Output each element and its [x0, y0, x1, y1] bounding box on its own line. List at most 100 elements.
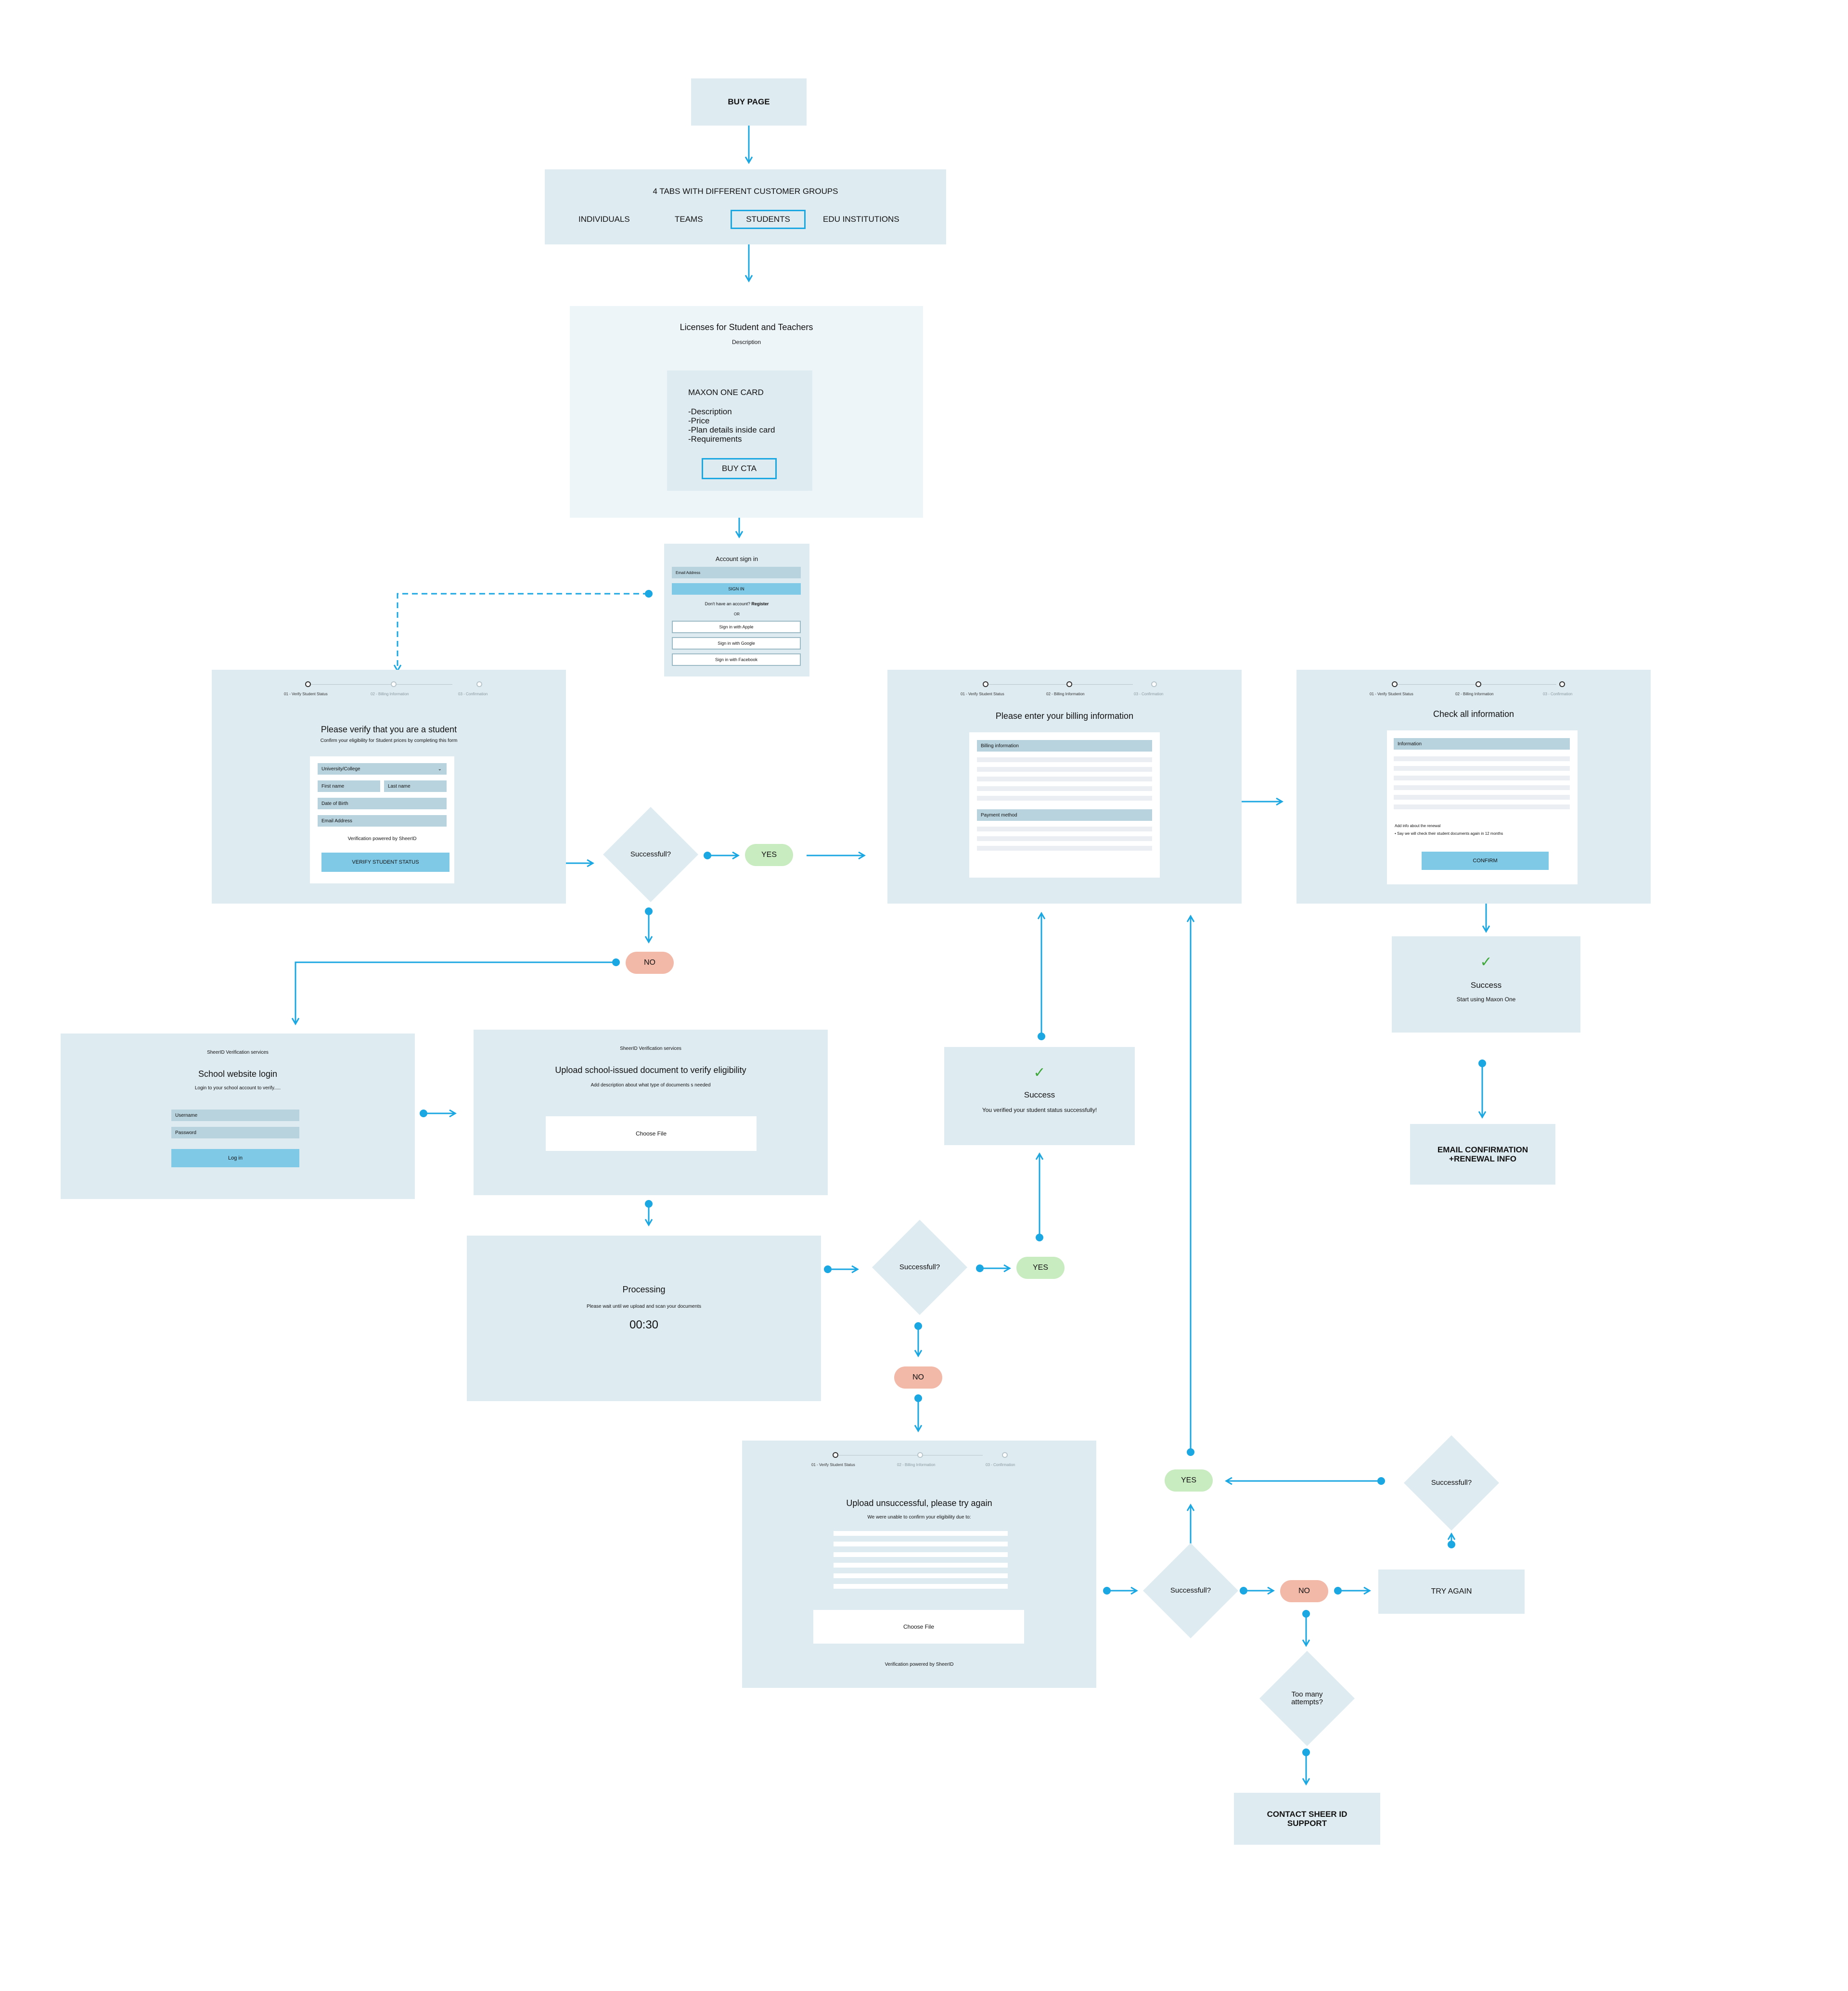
tabs-title: 4 TABS WITH DIFFERENT CUSTOMER GROUPS [653, 187, 838, 196]
renewal-note: Add info about the renewal [1395, 824, 1441, 828]
step-1-done-icon [983, 681, 988, 687]
check-title: Check all information [1433, 709, 1514, 719]
buy-page-node: BUY PAGE [691, 78, 807, 126]
first-name-field[interactable]: First name [318, 780, 380, 792]
decision-3-label: Successfull? [1170, 1586, 1211, 1595]
dob-field[interactable]: Date of Birth [318, 798, 447, 809]
reason-line [834, 1563, 1008, 1568]
signin-apple-button[interactable]: Sign in with Apple [672, 621, 801, 633]
connector-dot [1240, 1587, 1247, 1595]
register-prompt: Don't have an account? Register [664, 601, 809, 606]
stepper-line [308, 684, 452, 685]
processing-title: Processing [622, 1285, 666, 1294]
choose-file-button[interactable]: Choose File [813, 1610, 1024, 1644]
account-signin-node: Account sign in Email Address SIGN IN Do… [664, 544, 809, 676]
upload-title: Upload school-issued document to verify … [555, 1065, 746, 1075]
billing-line[interactable] [977, 757, 1152, 762]
signin-email-field[interactable]: Email Address [672, 567, 801, 578]
card-line-price: -Price [688, 416, 710, 425]
step-2-done-icon [1476, 681, 1481, 687]
payment-line[interactable] [977, 846, 1152, 851]
connector-dot [976, 1264, 984, 1272]
reason-line [834, 1552, 1008, 1557]
verify-student-node: 01 - Verify Student Status 02 - Billing … [212, 670, 566, 904]
connector-dot [1187, 1448, 1194, 1456]
decision-2-label: Successfull? [899, 1263, 940, 1271]
signin-google-button[interactable]: Sign in with Google [672, 637, 801, 650]
try-again-label: TRY AGAIN [1431, 1587, 1472, 1595]
step-3-label: 03 - Confirmation [1134, 692, 1164, 696]
email-confirmation-node: EMAIL CONFIRMATION +RENEWAL INFO [1410, 1124, 1555, 1185]
password-field[interactable]: Password [171, 1127, 299, 1138]
connector-dot [1302, 1749, 1310, 1756]
no-account-text: Don't have an account? [705, 601, 750, 606]
connector-dot [1036, 1234, 1043, 1241]
powered-by-sheerid: Verification powered by SheerID [347, 836, 417, 842]
licenses-page-node: Licenses for Student and Teachers Descri… [570, 306, 923, 518]
card-line-requirements: -Requirements [688, 434, 742, 444]
tab-individuals[interactable]: INDIVIDUALS [578, 215, 630, 224]
step-2-circle [1066, 681, 1072, 687]
processing-subtitle: Please wait until we upload and scan you… [587, 1304, 701, 1309]
unsuccessful-subtitle: We were unable to confirm your eligibili… [867, 1515, 971, 1520]
billing-line[interactable] [977, 786, 1152, 791]
connector-dot [420, 1110, 427, 1117]
connector-no-to-school-login [295, 961, 616, 1024]
connector-dot [645, 907, 653, 915]
decision-4-label: Successfull? [1431, 1478, 1472, 1487]
unsuccessful-title: Upload unsuccessful, please try again [846, 1498, 992, 1508]
final-success-title: Success [1470, 981, 1502, 990]
signin-button[interactable]: SIGN IN [672, 583, 801, 595]
register-link[interactable]: Register [751, 601, 769, 606]
or-divider: OR [734, 612, 740, 616]
school-login-node: SheerID Verification services School web… [61, 1034, 415, 1199]
final-success-subtitle: Start using Maxon One [1456, 996, 1516, 1003]
stepper-line [988, 684, 1133, 685]
connector-dot [645, 1200, 653, 1208]
school-login-subtitle: Login to your school account to verify..… [194, 1085, 281, 1091]
billing-node: 01 - Verify Student Status 02 - Billing … [887, 670, 1242, 904]
reason-line [834, 1531, 1008, 1536]
reason-line [834, 1573, 1008, 1578]
step-2-label: 02 - Billing Information [371, 692, 409, 696]
step-2-label: 02 - Billing Information [1455, 692, 1494, 696]
information-header: Information [1394, 738, 1570, 750]
tab-teams[interactable]: TEAMS [675, 215, 703, 224]
signin-facebook-button[interactable]: Sign in with Facebook [672, 653, 801, 666]
signin-title: Account sign in [715, 555, 758, 562]
login-button[interactable]: Log in [171, 1149, 299, 1167]
billing-line[interactable] [977, 777, 1152, 781]
payment-line[interactable] [977, 836, 1152, 841]
check-form: Information Add info about the renewal •… [1387, 730, 1578, 884]
buy-cta-button[interactable]: BUY CTA [702, 458, 777, 479]
university-select[interactable]: University/College ⌄ [318, 763, 447, 775]
tab-students[interactable]: STUDENTS [731, 210, 806, 229]
billing-line[interactable] [977, 767, 1152, 772]
username-field[interactable]: Username [171, 1110, 299, 1121]
info-line [1394, 766, 1570, 771]
email-field[interactable]: Email Address [318, 815, 447, 827]
tab-edu-institutions[interactable]: EDU INSTITUTIONS [823, 215, 899, 224]
upload-subtitle: Add description about what type of docum… [590, 1083, 711, 1088]
connector-dot [914, 1322, 922, 1330]
step-3-label: 03 - Confirmation [1543, 692, 1573, 696]
connector-dot [1334, 1587, 1342, 1595]
confirm-button[interactable]: CONFIRM [1422, 852, 1549, 870]
choose-file-button[interactable]: Choose File [546, 1116, 757, 1151]
step-2-circle [391, 681, 397, 687]
customer-tabs-node: 4 TABS WITH DIFFERENT CUSTOMER GROUPS IN… [545, 169, 946, 244]
check-information-node: 01 - Verify Student Status 02 - Billing … [1296, 670, 1651, 904]
connector-dot [1448, 1541, 1455, 1548]
last-name-field[interactable]: Last name [384, 780, 447, 792]
decision-1-label: Successfull? [630, 850, 671, 858]
info-line [1394, 795, 1570, 800]
step-2-label: 02 - Billing Information [897, 1463, 936, 1467]
connector-dot [914, 1394, 922, 1402]
payment-line[interactable] [977, 827, 1152, 831]
payment-method-header: Payment method [977, 809, 1152, 821]
verify-student-status-button[interactable]: VERIFY STUDENT STATUS [321, 853, 449, 872]
verified-success-subtitle: You verified your student status success… [982, 1107, 1097, 1113]
try-again-node: TRY AGAIN [1378, 1570, 1525, 1614]
billing-line[interactable] [977, 796, 1152, 801]
step-3-circle [1002, 1452, 1008, 1458]
